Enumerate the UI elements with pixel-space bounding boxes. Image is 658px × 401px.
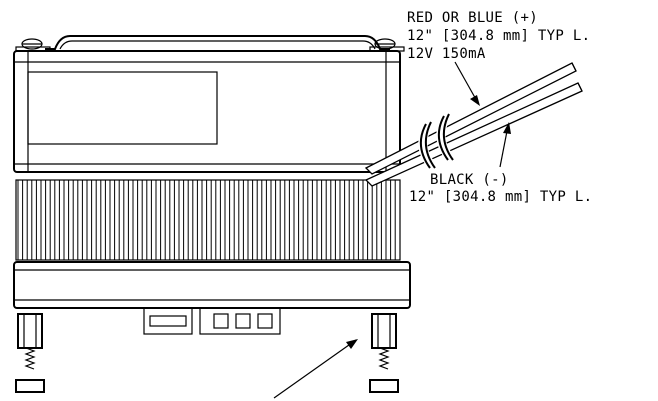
standoff-left bbox=[15, 313, 45, 393]
fan-housing bbox=[13, 50, 401, 173]
positive-wire-length: 12" [304.8 mm] TYP L. bbox=[407, 28, 590, 44]
standoff-right bbox=[369, 313, 399, 393]
bottom-clip bbox=[143, 307, 281, 335]
standoff-leader-arrow bbox=[273, 339, 358, 399]
bracket-screw-right bbox=[369, 38, 405, 52]
negative-wire-length: 12" [304.8 mm] TYP L. bbox=[409, 189, 592, 205]
power-rating-label: 12V 150mA bbox=[407, 46, 486, 62]
mounting-bracket bbox=[15, 35, 405, 52]
wire-break-symbol bbox=[418, 113, 454, 169]
heatsink-base bbox=[13, 261, 411, 309]
fan-label-plate bbox=[27, 71, 218, 145]
bracket-screw-left bbox=[15, 38, 51, 52]
heatsink-fins bbox=[15, 179, 401, 261]
fan-wires bbox=[364, 62, 583, 187]
positive-wire-label: RED OR BLUE (+) bbox=[407, 10, 538, 26]
negative-wire-label: BLACK (-) bbox=[430, 172, 509, 188]
wire-callout-leaders bbox=[454, 61, 511, 168]
